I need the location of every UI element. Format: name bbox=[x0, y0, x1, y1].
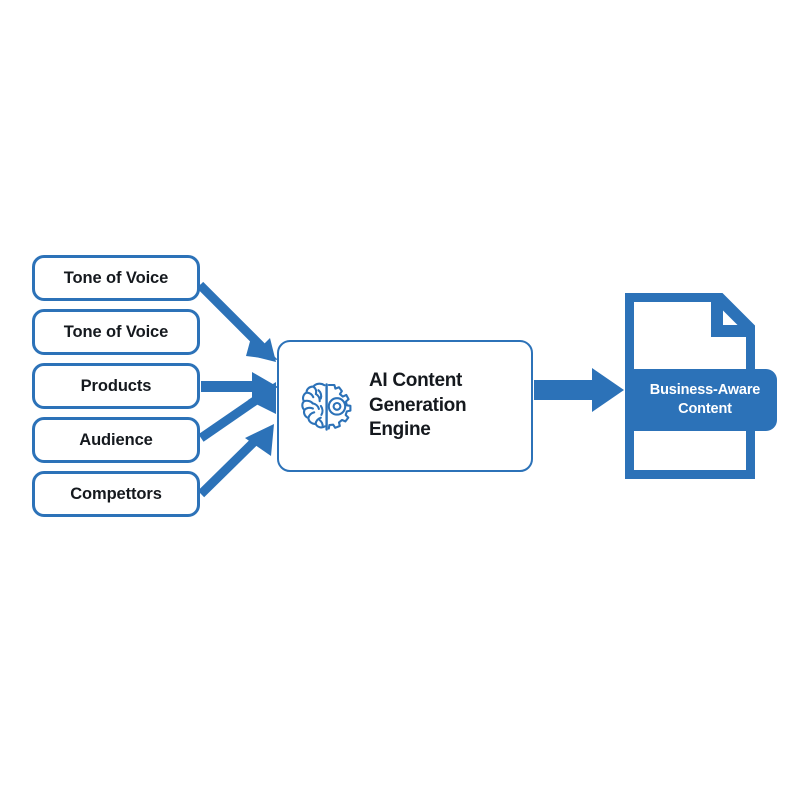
engine-label-line-3: Engine bbox=[369, 419, 431, 441]
connector-engine-to-output bbox=[534, 368, 624, 412]
output-node[interactable]: Business-Aware Content bbox=[625, 293, 777, 479]
input-box-tone-of-voice-1[interactable]: Tone of Voice bbox=[32, 255, 200, 301]
input-box-audience[interactable]: Audience bbox=[32, 417, 200, 463]
engine-node[interactable]: AI Content Generation Engine bbox=[277, 340, 533, 472]
input-box-tone-of-voice-2[interactable]: Tone of Voice bbox=[32, 309, 200, 355]
output-label-line-1: Business-Aware bbox=[649, 381, 761, 398]
input-box-compettors[interactable]: Compettors bbox=[32, 471, 200, 517]
connector-tone-of-voice-to-engine bbox=[196, 281, 278, 362]
engine-label: AI Content Generation Engine bbox=[369, 369, 467, 443]
engine-label-line-2: Generation bbox=[369, 394, 467, 416]
output-label-band: Business-Aware Content bbox=[633, 369, 777, 431]
output-label-line-2: Content bbox=[678, 401, 732, 417]
connector-audience-to-engine bbox=[198, 382, 276, 442]
input-label: Compettors bbox=[70, 484, 162, 503]
input-label: Tone of Voice bbox=[63, 268, 169, 287]
input-box-products[interactable]: Products bbox=[32, 363, 200, 409]
input-label: Products bbox=[80, 376, 152, 395]
brain-gear-icon bbox=[301, 382, 352, 431]
connector-compettors-to-engine bbox=[197, 424, 274, 498]
input-label: Tone of Voice bbox=[63, 322, 169, 341]
input-label: Audience bbox=[79, 430, 153, 449]
engine-label-line-1: AI Content bbox=[369, 370, 463, 392]
